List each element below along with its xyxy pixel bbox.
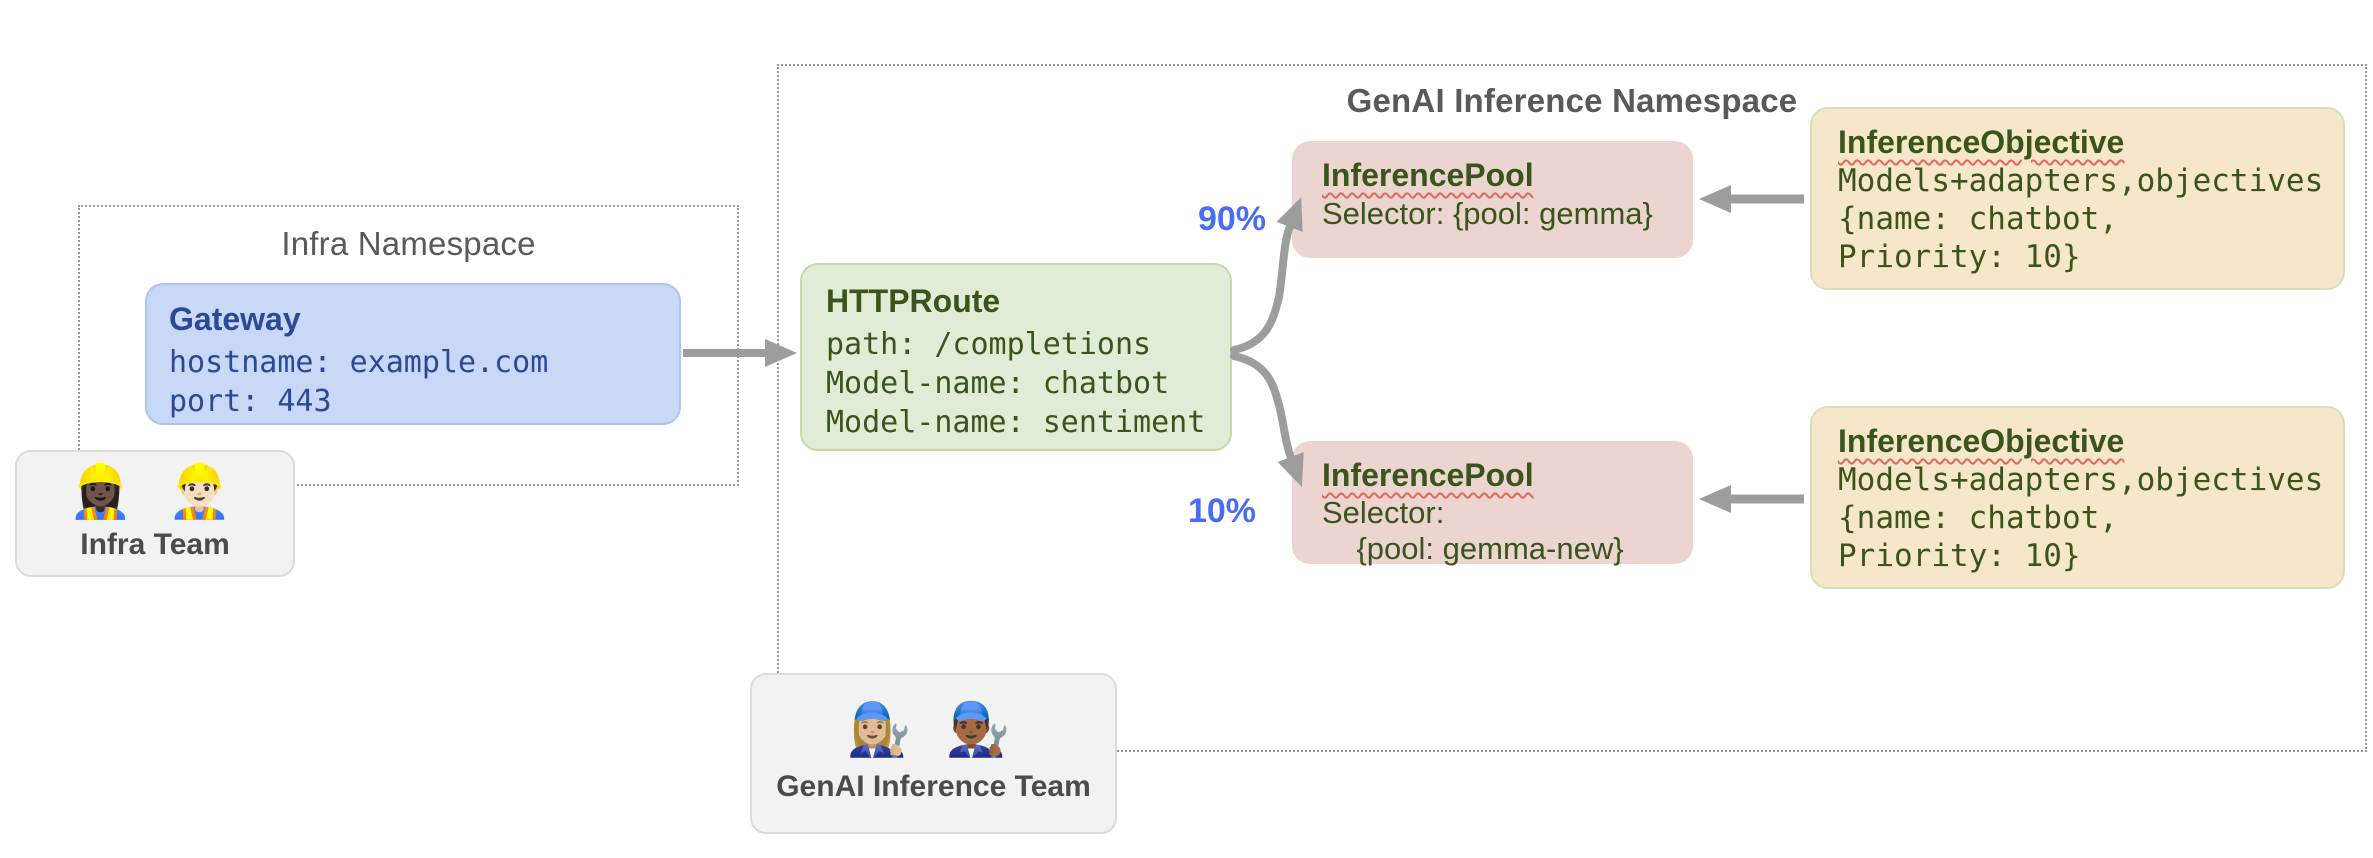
construction-worker-icons: 👷🏿‍♀️ 👷🏻‍♂️: [68, 463, 242, 522]
genai-namespace-box: GenAI Inference Namespace: [777, 64, 2367, 752]
inference-pool-top-title: InferencePool: [1322, 155, 1663, 195]
infra-team-card: 👷🏿‍♀️ 👷🏻‍♂️ Infra Team: [15, 450, 295, 577]
gateway-title: Gateway: [169, 301, 301, 337]
gateway-hostname-line: hostname: example.com: [169, 345, 549, 380]
inference-objective-top-node: InferenceObjective Models+adapters,objec…: [1810, 107, 2345, 290]
traffic-split-90-label: 90%: [1197, 200, 1266, 238]
inference-objective-top-models-line: Models+adapters,objectives: [1838, 163, 2324, 199]
genai-namespace-title: GenAI Inference Namespace: [1346, 82, 1798, 119]
inference-pool-bottom-title: InferencePool: [1322, 455, 1663, 495]
inference-pool-top-selector-line: Selector: {pool: gemma}: [1322, 196, 1653, 231]
inference-pool-top-title-text: InferencePool: [1322, 157, 1534, 193]
httproute-title: HTTPRoute: [826, 283, 1001, 319]
inference-objective-bottom-models-line: Models+adapters,objectives: [1838, 462, 2324, 498]
mechanic-icons: 👩🏼‍🔧 👨🏾‍🔧: [846, 701, 1021, 760]
inference-objective-top-title-text: InferenceObjective: [1838, 124, 2125, 160]
inference-objective-bottom-node: InferenceObjective Models+adapters,objec…: [1810, 406, 2345, 589]
inference-pool-bottom-title-text: InferencePool: [1322, 457, 1534, 493]
inference-objective-bottom-name-line: {name: chatbot,: [1838, 500, 2118, 536]
gateway-port-line: port: 443: [169, 384, 332, 419]
httproute-path-line: path: /completions: [826, 327, 1152, 362]
genai-team-card: 👩🏼‍🔧 👨🏾‍🔧 GenAI Inference Team: [750, 673, 1117, 834]
httproute-model-chatbot-line: Model-name: chatbot: [826, 366, 1170, 401]
genai-team-label: GenAI Inference Team: [776, 769, 1091, 803]
infra-namespace-box: Infra Namespace: [78, 205, 739, 486]
inference-objective-top-priority-line: Priority: 10}: [1838, 239, 2081, 275]
infra-team-label: Infra Team: [80, 527, 230, 561]
inference-pool-bottom-node: InferencePool Selector: {pool: gemma-new…: [1292, 441, 1693, 566]
inference-objective-bottom-title-text: InferenceObjective: [1838, 423, 2125, 459]
inference-objective-bottom-priority-line: Priority: 10}: [1838, 538, 2081, 574]
inference-pool-bottom-selector-line: Selector:: [1322, 495, 1445, 530]
httproute-model-sentiment-line: Model-name: sentiment: [826, 405, 1206, 440]
infra-namespace-title: Infra Namespace: [281, 225, 536, 262]
inference-pool-bottom-selector-value-line: {pool: gemma-new}: [1322, 531, 1624, 566]
inference-objective-bottom-title: InferenceObjective: [1838, 421, 2317, 461]
gateway-node: Gateway hostname: example.com port: 443: [145, 283, 681, 425]
inference-pool-top-node: InferencePool Selector: {pool: gemma}: [1292, 141, 1693, 258]
inference-objective-top-title: InferenceObjective: [1838, 122, 2317, 162]
inference-objective-top-name-line: {name: chatbot,: [1838, 201, 2118, 237]
httproute-node: HTTPRoute path: /completions Model-name:…: [800, 263, 1232, 451]
traffic-split-10-label: 10%: [1187, 492, 1256, 530]
